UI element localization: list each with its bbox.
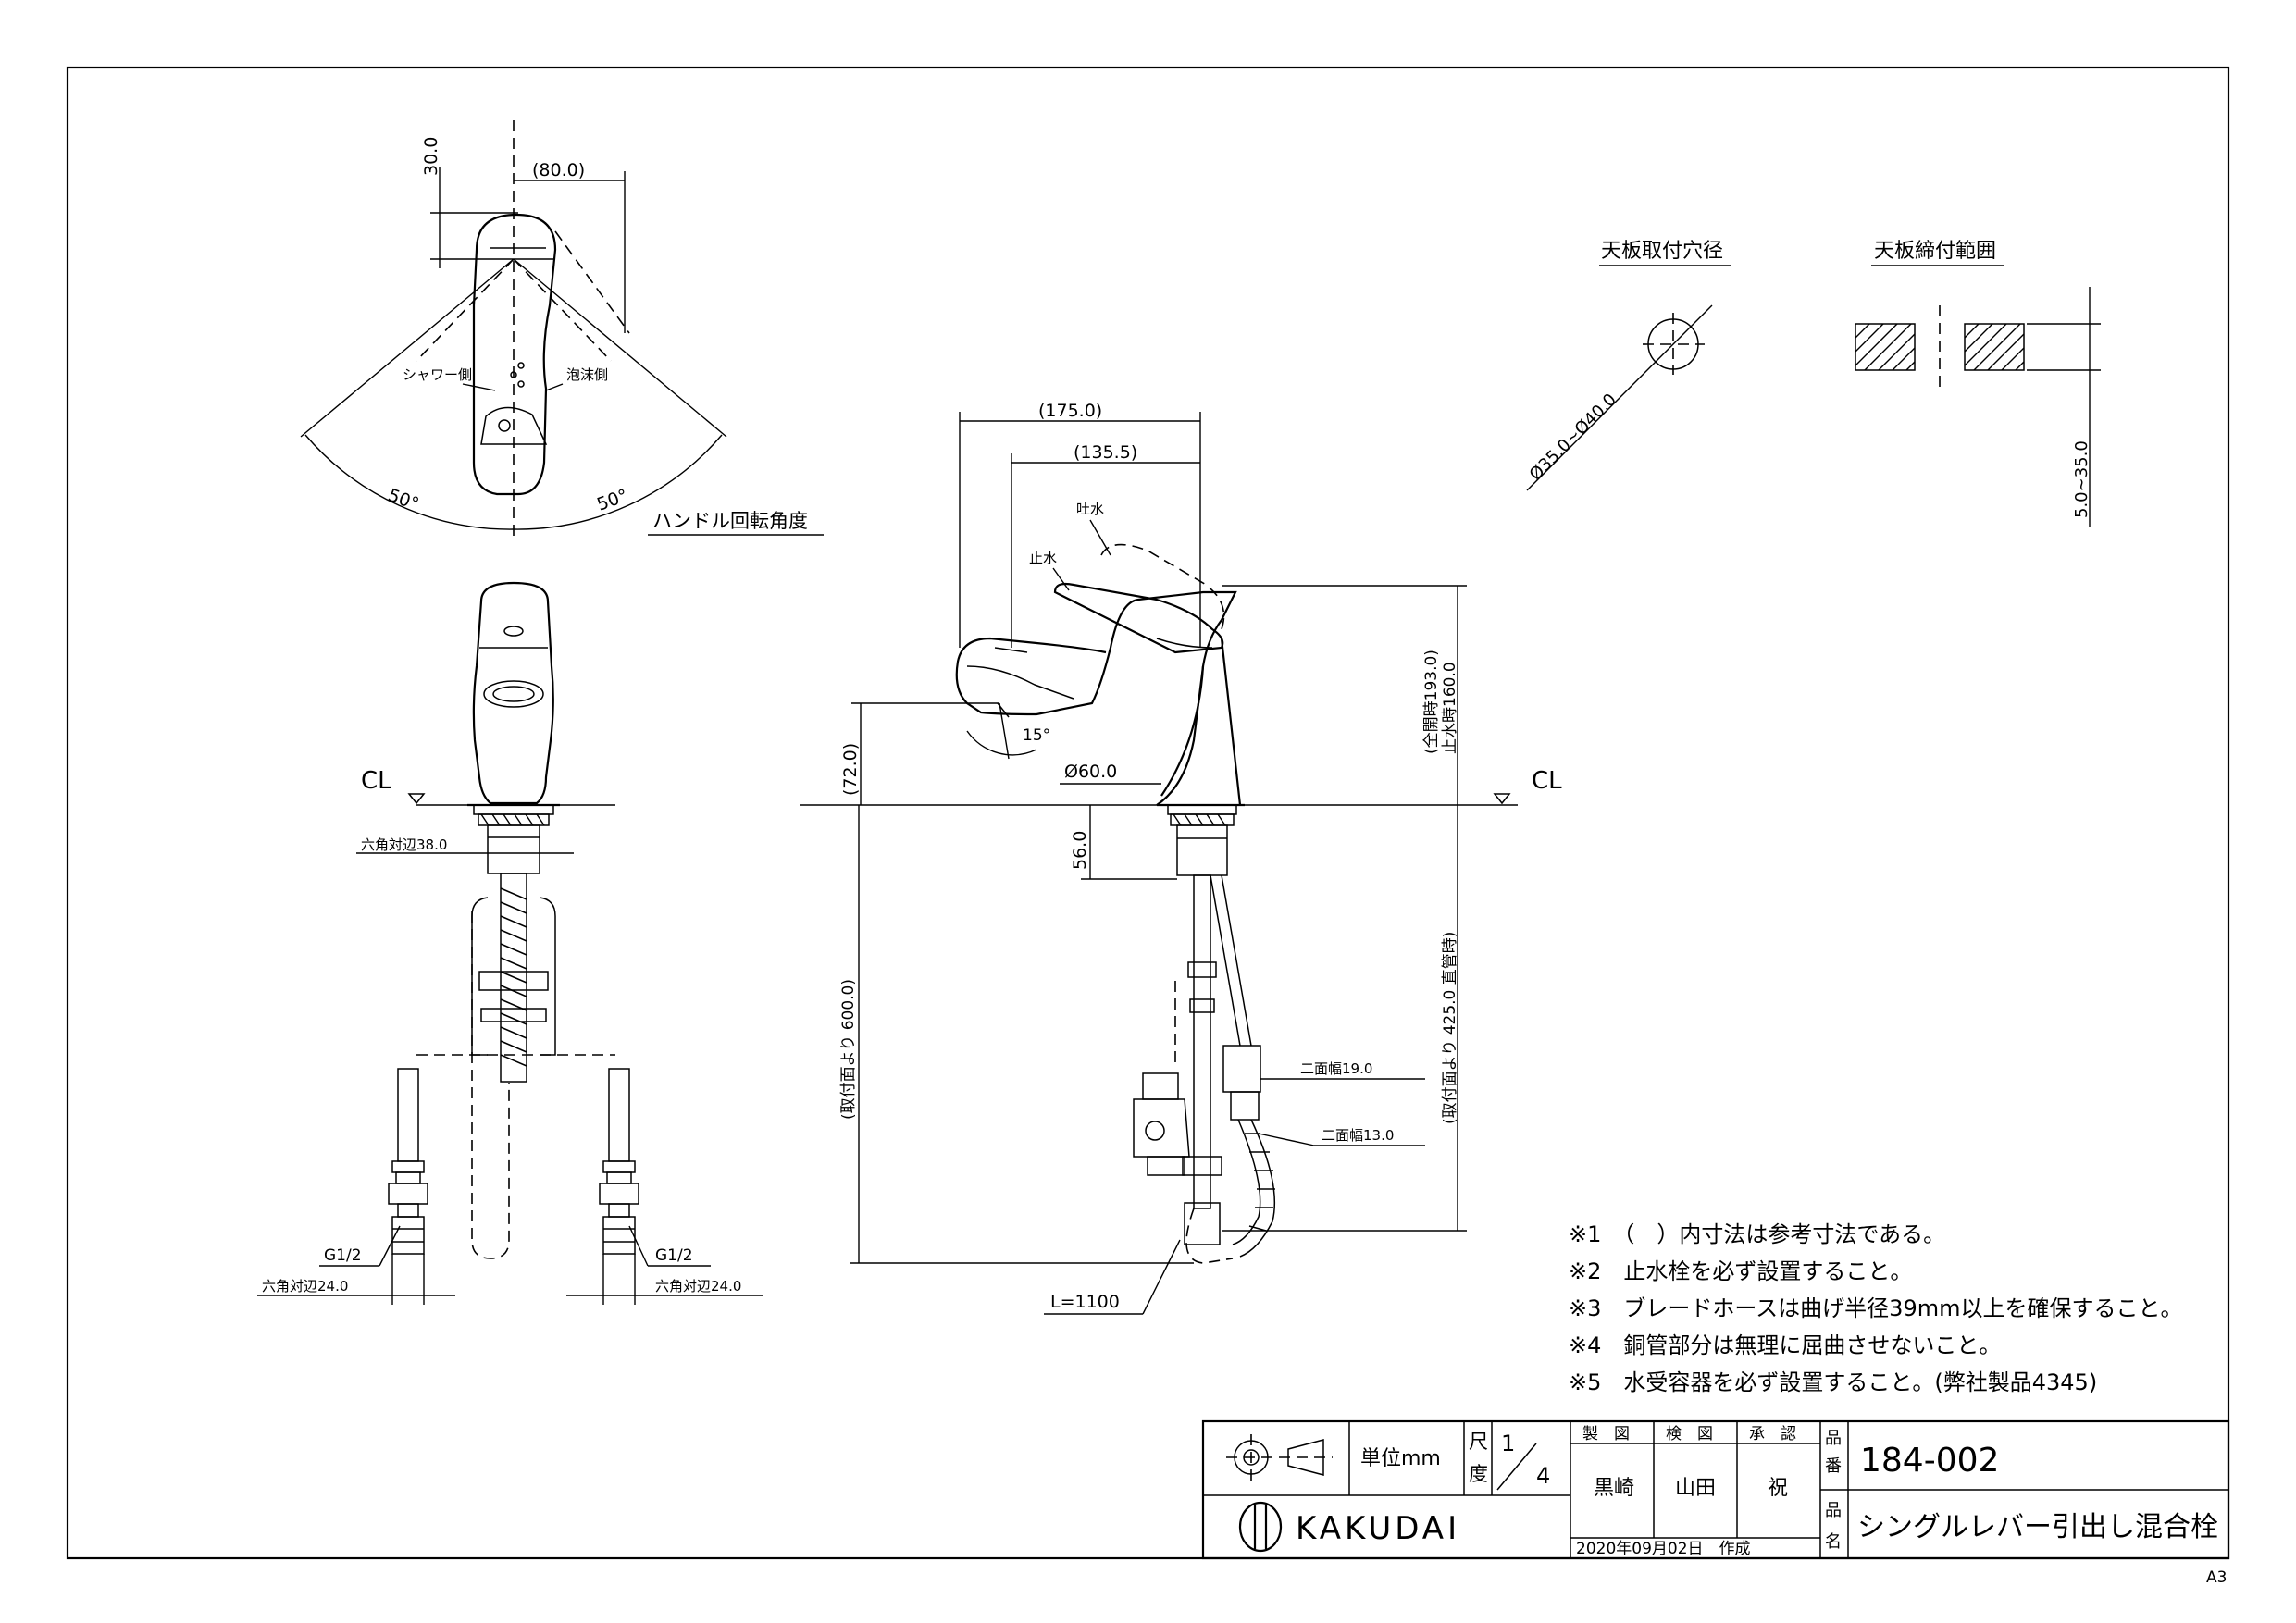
hole-diameter-label: Ø35.0~Ø40.0 [1526,390,1620,484]
check-label: 検 図 [1666,1425,1713,1443]
hole-detail-title: 天板取付穴径 [1601,240,1723,263]
clamp-detail: 天板締付範囲 5.0~35.0 [1855,240,2101,527]
made-label: 製 図 [1582,1425,1630,1443]
clamp-range-label: 5.0~35.0 [2072,440,2091,518]
approved-by: 祝 [1768,1477,1788,1500]
clamp-detail-title: 天板締付範囲 [1874,240,1996,263]
stop-label: 止水 [1029,550,1057,566]
scale-numerator: 1 [1501,1431,1515,1456]
height-open-label: (全開時193.0) [1422,650,1441,754]
note-1: ※1 （ ）内寸法は参考寸法である。 [1569,1221,1945,1247]
left-supply: G1/2 六角対辺24.0 [257,1068,455,1305]
company-name: KAKUDAI [1296,1510,1460,1547]
scale-label-1: 尺 [1469,1431,1488,1453]
top-dim-width: (80.0) [532,160,585,180]
note-3: ※3 ブレードホースは曲げ半径39mm以上を確保すること。 [1569,1295,2182,1321]
approve-label: 承 認 [1749,1425,1796,1443]
top-dim-height: 30.0 [421,137,441,176]
hinban-label-2: 番 [1825,1456,1842,1476]
scale-label-2: 度 [1469,1463,1488,1485]
hinban-label-1: 品 [1825,1429,1842,1448]
angle-left-label: 50° [385,485,421,514]
hole-detail: 天板取付穴径 Ø35.0~Ø40.0 [1526,240,1731,491]
hinmei-label-2: 名 [1825,1532,1842,1552]
angle-15-label: 15° [1023,726,1050,745]
created-date: 2020年09月02日 作成 [1576,1540,1751,1558]
width-13-label: 二面幅13.0 [1322,1127,1394,1144]
sheet-border [66,66,2230,1560]
scale-denominator: 4 [1536,1463,1550,1489]
side-dim-175: (175.0) [1038,401,1102,421]
sheet-size-label: A3 [2206,1568,2227,1587]
side-dim-56: 56.0 [1070,831,1090,870]
side-dim-425: (取付面より 425.0 直管時) [1441,932,1459,1124]
right-supply: G1/2 六角対辺24.0 [566,1068,763,1305]
hinmei-label-1: 品 [1825,1501,1842,1520]
handle-rotation-label: ハンドル回転角度 [652,510,808,532]
notes: ※1 （ ）内寸法は参考寸法である。 ※2 止水栓を必ず設置すること。 ※3 ブ… [1569,1221,2182,1395]
spout-label: 吐水 [1076,501,1104,517]
width-19-label: 二面幅19.0 [1300,1060,1372,1077]
front-hex-top-label: 六角対辺38.0 [361,836,447,853]
left-thread-label: G1/2 [324,1246,362,1265]
checked-by: 山田 [1675,1477,1716,1500]
note-2: ※2 止水栓を必ず設置すること。 [1569,1258,1912,1284]
angle-right-label: 50° [594,486,630,515]
title-block: 単位mm 尺 度 1 4 製 図 検 図 承 認 黒崎 山田 祝 KAKUDAI… [1201,1419,2230,1560]
top-view: 30.0 (80.0) シャワー側 泡沫側 50° 50° ハンドル回転角度 [300,120,824,537]
projection-symbol [1226,1434,1333,1481]
right-thread-label: G1/2 [655,1246,693,1265]
kakudai-logo [1238,1501,1283,1553]
made-by: 黒崎 [1594,1477,1634,1500]
foam-side-label: 泡沫側 [566,366,608,383]
product-name: シングルレバー引出し混合栓 [1857,1511,2218,1543]
part-number: 184-002 [1860,1442,1999,1480]
front-view: CL 六角対辺38.0 G1/2 六角対辺24.0 [257,581,763,1305]
note-4: ※4 銅管部分は無理に屈曲させないこと。 [1569,1332,2001,1358]
unit-label: 単位mm [1360,1447,1441,1470]
side-cl-label: CL [1532,767,1562,795]
front-cl-label: CL [361,767,391,795]
right-hex-label: 六角対辺24.0 [655,1278,741,1295]
side-dim-135: (135.5) [1074,442,1137,463]
note-5: ※5 水受容器を必ず設置すること。(弊社製品4345) [1569,1369,2097,1395]
left-hex-label: 六角対辺24.0 [262,1278,348,1295]
height-stop-label: 止水時160.0 [1441,662,1459,754]
side-dim-72: (72.0) [840,743,861,796]
dia-60-label: Ø60.0 [1064,762,1117,782]
shower-side-label: シャワー側 [403,366,472,383]
side-dim-600: (取付面より 600.0) [839,979,858,1120]
side-view: CL (175.0) (135.5) 吐水 止水 15° Ø60.0 (72.0… [800,401,1562,1315]
hose-length-label: L=1100 [1050,1292,1120,1312]
